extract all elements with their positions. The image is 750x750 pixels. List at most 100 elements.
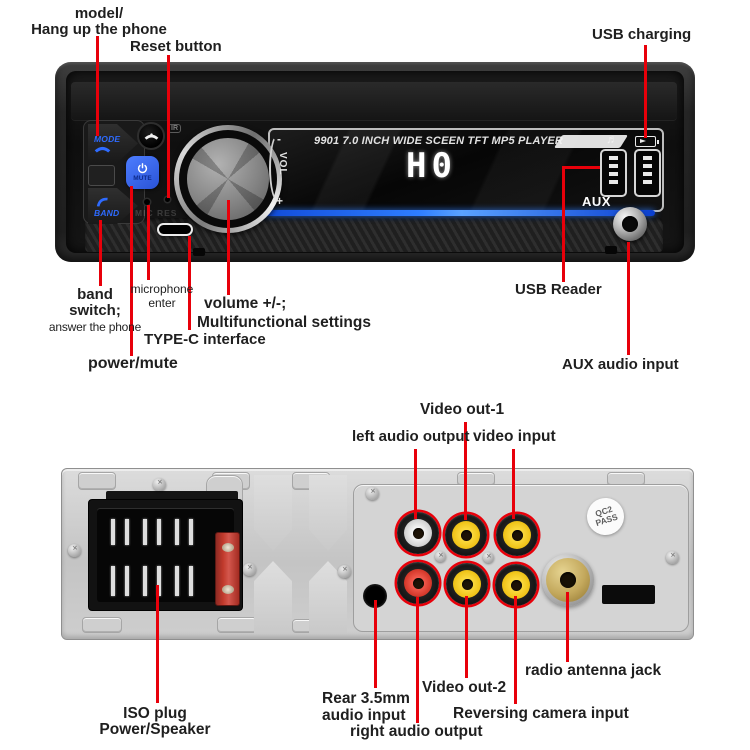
screw xyxy=(338,565,351,578)
usb-port-reader xyxy=(600,149,627,197)
vol-minus-label: - xyxy=(277,132,281,146)
ir-receiver-label: IR xyxy=(168,124,181,133)
mic-res-label: MIC RES xyxy=(135,208,178,218)
label-iso-plug: ISO plug Power/Speaker xyxy=(75,706,235,738)
screw xyxy=(435,551,446,562)
mount-tab xyxy=(605,246,617,254)
arrow-reversing-camera xyxy=(514,596,517,704)
music-note-icon: ♬ xyxy=(606,132,618,146)
emboss-tab xyxy=(82,617,122,633)
arrow-iso-plug xyxy=(156,585,159,703)
label-right-audio-output: right audio output xyxy=(350,723,483,740)
label-band-line2: switch; xyxy=(69,302,121,319)
screw xyxy=(243,563,256,576)
fuse-contact xyxy=(222,543,234,552)
display-readout: H0 xyxy=(406,146,457,186)
arrow-video-out2 xyxy=(465,596,468,678)
lcd-display: 9901 7.0 INCH WIDE SCEEN TFT MP5 PLAYER … xyxy=(268,128,664,212)
arrow-power-mute xyxy=(130,186,133,356)
fuse-contact xyxy=(222,585,234,594)
label-aux-input: AUX audio input xyxy=(562,356,679,373)
arrow-usb-charging xyxy=(644,45,647,138)
connector-slot xyxy=(602,585,655,604)
label-type-c: TYPE-C interface xyxy=(144,331,266,348)
car-stereo-front-panel: MODE BAND MUTE IR - VOL + 9901 xyxy=(55,62,695,262)
usb-port-charging xyxy=(634,149,661,197)
rca-left-audio-out xyxy=(397,512,439,554)
arrow-rear-35mm xyxy=(374,600,377,688)
iso-connector xyxy=(88,499,243,611)
arrow-video-out1 xyxy=(464,422,467,520)
arrow-band xyxy=(99,220,102,286)
microphone-hole xyxy=(144,199,150,205)
screw xyxy=(483,552,494,563)
screw xyxy=(666,551,679,564)
label-band-line3: answer the phone xyxy=(48,320,142,334)
iso-pin xyxy=(111,519,115,545)
rca-camera-in xyxy=(495,564,537,606)
label-iso-line2: Power/Speaker xyxy=(99,721,211,738)
arrow-microphone xyxy=(147,205,150,280)
iso-connector-lip xyxy=(106,491,238,501)
label-usb-reader: USB Reader xyxy=(515,281,602,298)
label-video-out1: Video out-1 xyxy=(420,401,505,418)
emboss-tab xyxy=(217,617,257,633)
iso-pin xyxy=(189,519,193,545)
label-iso-line1: ISO plug xyxy=(123,705,187,722)
iso-pin xyxy=(189,566,193,596)
iso-connector-recess xyxy=(97,508,234,602)
iso-pin xyxy=(157,519,161,545)
label-microphone: microphone enter xyxy=(112,282,212,310)
phone-hangup-icon xyxy=(94,146,111,153)
label-microphone-line2: enter xyxy=(148,296,176,310)
arrow-radio-antenna xyxy=(566,592,569,662)
label-rear-35mm-line2: audio input xyxy=(322,707,406,724)
blank-button xyxy=(88,165,115,186)
label-reversing-camera: Reversing camera input xyxy=(453,705,629,722)
label-rear-35mm-line1: Rear 3.5mm xyxy=(322,690,410,707)
label-rear-35mm: Rear 3.5mm audio input xyxy=(322,690,410,724)
arrow-volume xyxy=(227,200,230,295)
bluetooth-phone-icon xyxy=(144,132,158,140)
mount-tab xyxy=(193,248,205,256)
band-button-label: BAND xyxy=(94,207,120,218)
arrow-mode-hangup xyxy=(96,36,99,136)
emboss-pentagon xyxy=(254,561,292,633)
phone-answer-icon xyxy=(96,197,108,207)
label-left-audio-output: left audio output xyxy=(352,428,470,445)
iso-pin xyxy=(143,519,147,545)
iso-pin xyxy=(157,566,161,596)
flip-screen-edge xyxy=(71,82,677,120)
arrow-right-audio xyxy=(416,597,419,723)
power-icon xyxy=(137,163,148,174)
emboss-pentagon xyxy=(254,475,292,551)
label-radio-antenna: radio antenna jack xyxy=(525,662,662,679)
power-mute-button: MUTE xyxy=(126,156,159,189)
fuse xyxy=(215,532,240,606)
iso-pin xyxy=(143,566,147,596)
antenna-hole xyxy=(560,572,576,588)
type-c-port xyxy=(157,223,193,236)
label-reset-button: Reset button xyxy=(130,38,222,55)
rca-video-out1 xyxy=(445,514,487,556)
rca-plate xyxy=(353,484,689,632)
display-title-text: 9901 7.0 INCH WIDE SCEEN TFT MP5 PLAYER xyxy=(314,135,564,147)
screw xyxy=(366,487,379,500)
bluetooth-phone-button xyxy=(137,122,165,150)
reset-hole xyxy=(165,197,170,202)
vol-arc xyxy=(269,134,287,202)
vol-plus-label: + xyxy=(276,194,284,208)
arrow-usb-reader-vertical xyxy=(562,167,565,282)
emboss-tab xyxy=(78,472,116,490)
iso-pin xyxy=(111,566,115,596)
arrow-reset xyxy=(167,55,170,198)
label-volume-line1: volume +/-; xyxy=(204,295,287,312)
iso-pin xyxy=(125,566,129,596)
vol-label: VOL xyxy=(277,152,288,176)
iso-pin xyxy=(175,566,179,596)
label-mode-hangup-line2: Hang up the phone xyxy=(31,21,167,38)
screw xyxy=(153,478,166,491)
mode-button-label: MODE xyxy=(94,134,121,144)
iso-pin xyxy=(175,519,179,545)
